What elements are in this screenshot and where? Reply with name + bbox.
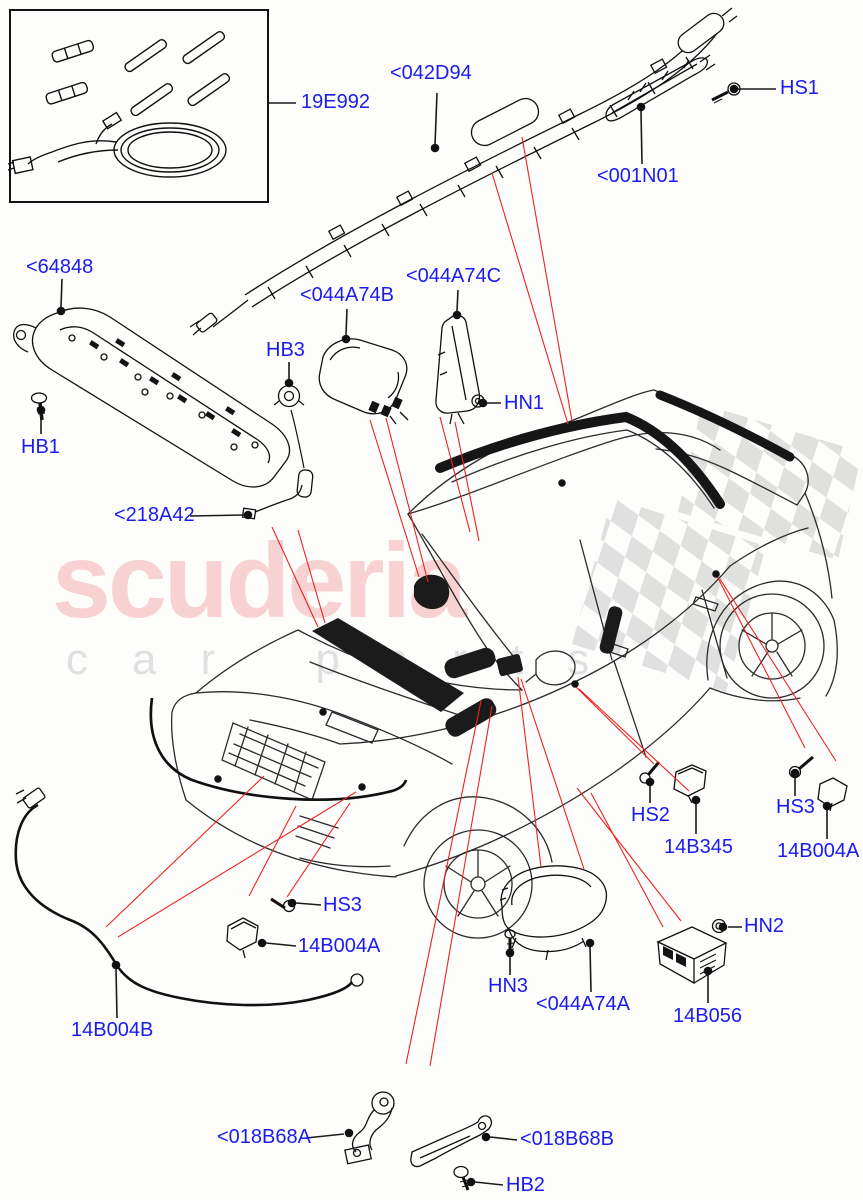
- hb3-igniter-drawing: [241, 384, 314, 520]
- passenger-airbag-drawing: [499, 865, 608, 961]
- part-label-14B004A-left[interactable]: 14B004A: [298, 935, 381, 957]
- roof-trim-drawing: [605, 54, 716, 122]
- curtain-airbag-drawing: [189, 7, 738, 336]
- vehicle-location-dots: [214, 479, 720, 791]
- pedestrian-panel-drawing: [12, 307, 291, 488]
- part-label-HN1[interactable]: HN1: [504, 392, 545, 414]
- vehicle-drawing: [170, 389, 838, 939]
- part-label-018B68A[interactable]: <018B68A: [217, 1126, 311, 1148]
- bracket-b-drawing: [410, 1115, 493, 1168]
- vehicle-airbag-highlights: [149, 390, 795, 801]
- part-label-042D94[interactable]: <042D94: [390, 62, 472, 84]
- part-label-HS1[interactable]: HS1: [780, 77, 819, 99]
- part-label-HS3-right[interactable]: HS3: [776, 796, 815, 818]
- part-label-HN2[interactable]: HN2: [744, 915, 785, 937]
- callout-lines: [40, 88, 828, 1186]
- part-label-14B345[interactable]: 14B345: [664, 836, 733, 858]
- front-sensor-left-drawing: [226, 917, 259, 959]
- red-reference-lines: [105, 136, 837, 1067]
- part-label-HS3-left[interactable]: HS3: [323, 894, 362, 916]
- part-label-19E992[interactable]: 19E992: [301, 91, 370, 113]
- repair-kit-drawing: [7, 9, 269, 203]
- part-label-HS2[interactable]: HS2: [631, 804, 670, 826]
- hb2-bolt-drawing: [453, 1165, 470, 1191]
- part-label-HB1[interactable]: HB1: [21, 436, 60, 458]
- part-label-044A74B[interactable]: <044A74B: [300, 284, 394, 306]
- side-impact-sensor-drawing: [673, 764, 707, 804]
- part-label-HB2[interactable]: HB2: [506, 1174, 545, 1196]
- part-label-14B004B[interactable]: 14B004B: [71, 1019, 154, 1041]
- part-label-HB3[interactable]: HB3: [266, 339, 305, 361]
- part-label-14B004A-right[interactable]: 14B004A: [777, 840, 860, 862]
- part-label-218A42[interactable]: <218A42: [114, 504, 195, 526]
- checkered-flag-watermark: [572, 404, 862, 692]
- watermark-brand: scuderia: [52, 522, 467, 640]
- part-label-044A74C[interactable]: <044A74C: [406, 265, 502, 287]
- part-label-64848[interactable]: <64848: [26, 256, 94, 278]
- part-label-HN3[interactable]: HN3: [488, 975, 529, 997]
- control-module-drawing: [656, 926, 728, 985]
- front-sensor-right-drawing: [817, 777, 848, 812]
- pillar-trim-drawing: [435, 314, 481, 425]
- part-label-001N01[interactable]: <001N01: [597, 165, 679, 187]
- bracket-a-drawing: [344, 1091, 395, 1165]
- driver-airbag-drawing: [318, 338, 409, 425]
- part-label-044A74A[interactable]: <044A74A: [536, 993, 630, 1015]
- callout-dots: [36, 84, 832, 1187]
- part-label-14B056[interactable]: 14B056: [673, 1005, 742, 1027]
- part-label-018B68B[interactable]: <018B68B: [520, 1128, 614, 1150]
